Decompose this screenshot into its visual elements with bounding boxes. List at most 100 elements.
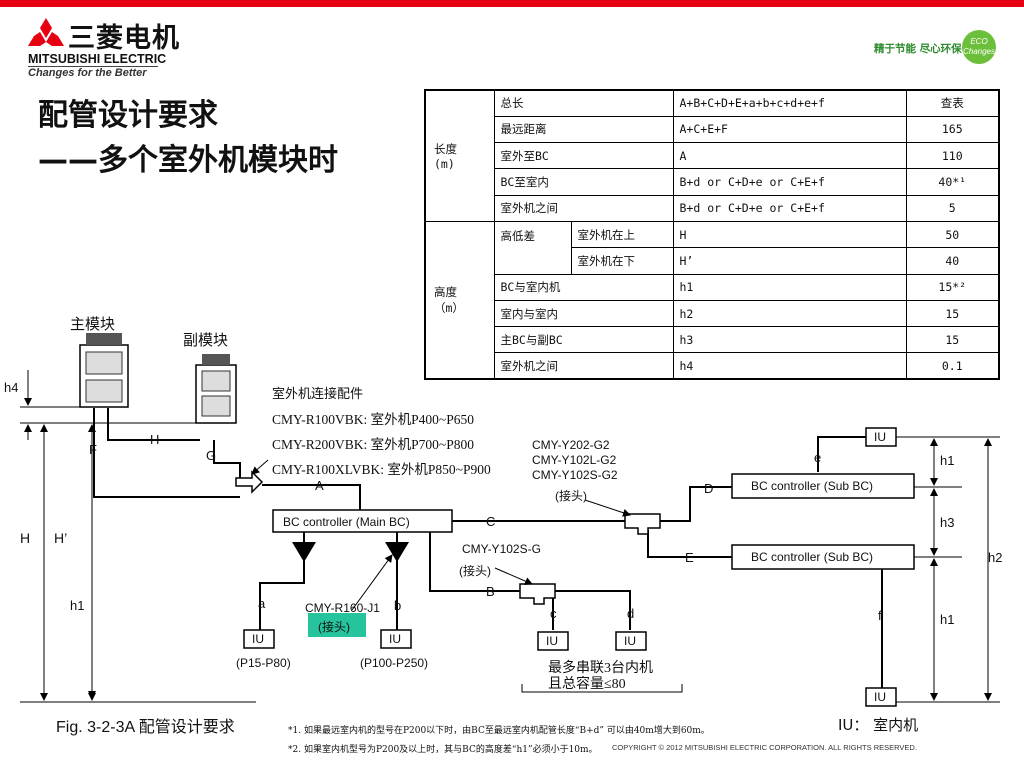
table-cell-item: 室外至BC	[493, 142, 674, 170]
iu-label: IU	[546, 634, 558, 648]
mitsubishi-logo-icon	[28, 18, 64, 46]
table-cell-value: 40*¹	[905, 168, 1000, 196]
branch-top-line: CMY-Y102L-G2	[532, 453, 617, 467]
branch-triangle-icon	[385, 542, 409, 562]
outdoor-joint-icon	[235, 470, 264, 494]
iu-legend: IU： 室内机	[838, 716, 919, 734]
table-row: BC至室内 B+d or C+D+e or C+E+f 40*¹	[425, 168, 1000, 196]
table-cell-value: 50	[905, 220, 1000, 249]
figure-caption: Fig. 3-2-3A 配管设计要求	[56, 719, 235, 736]
connector-item: CMY-R100VBK: 室外机P400~P650	[272, 412, 474, 427]
pipe-label-g-upper: G	[206, 448, 217, 463]
pipe-label-f-upper: F	[89, 442, 97, 457]
sub-module-label: 副模块	[183, 332, 229, 349]
pipe-label-c-upper: C	[486, 514, 496, 529]
dim-h4: h4	[4, 380, 19, 395]
table-cell-value: 15	[905, 326, 1000, 354]
main-bc-label: BC controller (Main BC)	[283, 515, 410, 529]
pipe-label-f: f	[878, 608, 882, 623]
table-cell-value: 165	[905, 115, 1000, 144]
table-cell-formula: B+d or C+D+e or C+E+f	[672, 168, 907, 196]
eco-slogan: 精于节能 尽心环保	[874, 43, 962, 55]
logo-text-cn: 三菱电机	[68, 23, 180, 54]
iu-label: IU	[252, 632, 264, 646]
iu-label: IU	[624, 634, 636, 648]
branch-mid-joint: (接头)	[459, 564, 491, 578]
iu-label: IU	[389, 632, 401, 646]
sub-bc-box-1	[731, 473, 915, 499]
sub-bc-box-2	[731, 544, 915, 570]
sub-bc-label-1: BC controller (Sub BC)	[751, 479, 874, 493]
pipe-label-a: a	[258, 596, 266, 611]
connector-title: 室外机连接配件	[272, 386, 364, 401]
main-module-label: 主模块	[70, 316, 116, 333]
table-cell-formula: B+d or C+D+e or C+E+f	[672, 194, 907, 222]
table-cell-value: 0.1	[905, 352, 1000, 380]
piping-spec-table: 长度(m) 总长 A+B+C+D+E+a+b+c+d+e+f 查表 最远距离 A…	[424, 89, 1000, 381]
dim-h1-top: h1	[940, 453, 955, 468]
group-length-line2: (m)	[434, 156, 455, 171]
table-row: 室外机之间 h4 0.1	[425, 352, 1000, 380]
group-height-line1: 高度	[434, 285, 457, 300]
table-cell-formula: h4	[672, 352, 907, 380]
table-cell-item: 主BC与副BC	[493, 326, 674, 354]
table-cell-item: BC至室内	[493, 168, 674, 196]
bc-joint-highlight	[308, 613, 366, 637]
table-cell-formula: H	[672, 220, 907, 249]
dim-h1-bottom: h1	[940, 612, 955, 627]
pipe-label-h-upper: H	[150, 432, 160, 447]
dim-H-prime: H’	[54, 530, 68, 546]
main-outdoor-unit	[79, 333, 129, 408]
logo-text-en: MITSUBISHI ELECTRIC	[28, 52, 167, 66]
pipe-label-a-upper: A	[315, 478, 324, 493]
page-subtitle: ——多个室外机模块时	[38, 143, 338, 178]
table-cell-subitem: 室外机在下	[570, 247, 674, 275]
pipe-label-c: c	[550, 606, 557, 621]
table-cell-item: 高低差	[493, 220, 572, 275]
table-cell-item: 室外机之间	[493, 352, 674, 380]
iu-label: IU	[874, 690, 886, 704]
group-height-line2: （m）	[434, 301, 464, 316]
iu-label: IU	[874, 430, 886, 444]
branch-top-line: CMY-Y202-G2	[532, 438, 610, 452]
table-cell-formula: A+C+E+F	[672, 115, 907, 144]
top-accent-bar	[0, 0, 1024, 7]
table-cell-formula: A+B+C+D+E+a+b+c+d+e+f	[672, 89, 907, 117]
branch-triangle-icon	[292, 542, 316, 562]
branch-mid-label: CMY-Y102S-G	[462, 542, 541, 556]
group-length-line1: 长度	[434, 141, 457, 156]
iu-range-a: (P15-P80)	[236, 656, 291, 670]
branch-top-line: CMY-Y102S-G2	[532, 468, 618, 482]
bc-joint-text: (接头)	[318, 620, 350, 634]
pipe-label-d: d	[627, 606, 635, 621]
table-row: 主BC与副BC h3 15	[425, 326, 1000, 354]
pipe-label-e: e	[814, 450, 822, 465]
t-joint-icon	[519, 583, 556, 605]
bc-joint-label: CMY-R160-J1	[305, 601, 380, 615]
pipe-label-e-upper: E	[685, 550, 694, 565]
dim-h1-left: h1	[70, 598, 85, 613]
pipe-label-b-upper: B	[486, 584, 495, 599]
serial-note-1: 最多串联3台内机	[548, 661, 653, 676]
logo-tagline: Changes for the Better	[28, 67, 147, 79]
page-title: 配管设计要求	[38, 98, 218, 133]
t-joint-icon	[624, 513, 661, 535]
pipe-label-b: b	[394, 598, 402, 613]
footnote-1: *1. 如果最远室内机的型号在P200以下时，由BC至最远室内机配管长度“B+d…	[288, 726, 710, 736]
table-row: 室内与室内 h2 15	[425, 299, 1000, 328]
connector-item: CMY-R200VBK: 室外机P700~P800	[272, 437, 474, 452]
table-row: 室外机在下 H’ 40	[425, 247, 1000, 275]
logo-divider	[28, 66, 158, 67]
serial-note-2: 且总容量≤80	[548, 677, 626, 692]
pipe-label-d-upper: D	[704, 481, 714, 496]
table-cell-subitem: 室外机在上	[570, 220, 674, 249]
copyright: COPYRIGHT © 2012 MITSUBISHI ELECTRIC COR…	[612, 743, 917, 752]
eco-badge-icon: ECO Changes	[962, 30, 996, 64]
dim-h2: h2	[988, 550, 1003, 565]
footnote-2: *2. 如果室内机型号为P200及以上时，其与BC的高度差“h1”必须小于10m…	[288, 745, 598, 755]
dim-H: H	[20, 530, 31, 546]
table-cell-formula: H’	[672, 247, 907, 275]
dim-h3: h3	[940, 515, 955, 530]
sub-bc-label-2: BC controller (Sub BC)	[751, 550, 874, 564]
